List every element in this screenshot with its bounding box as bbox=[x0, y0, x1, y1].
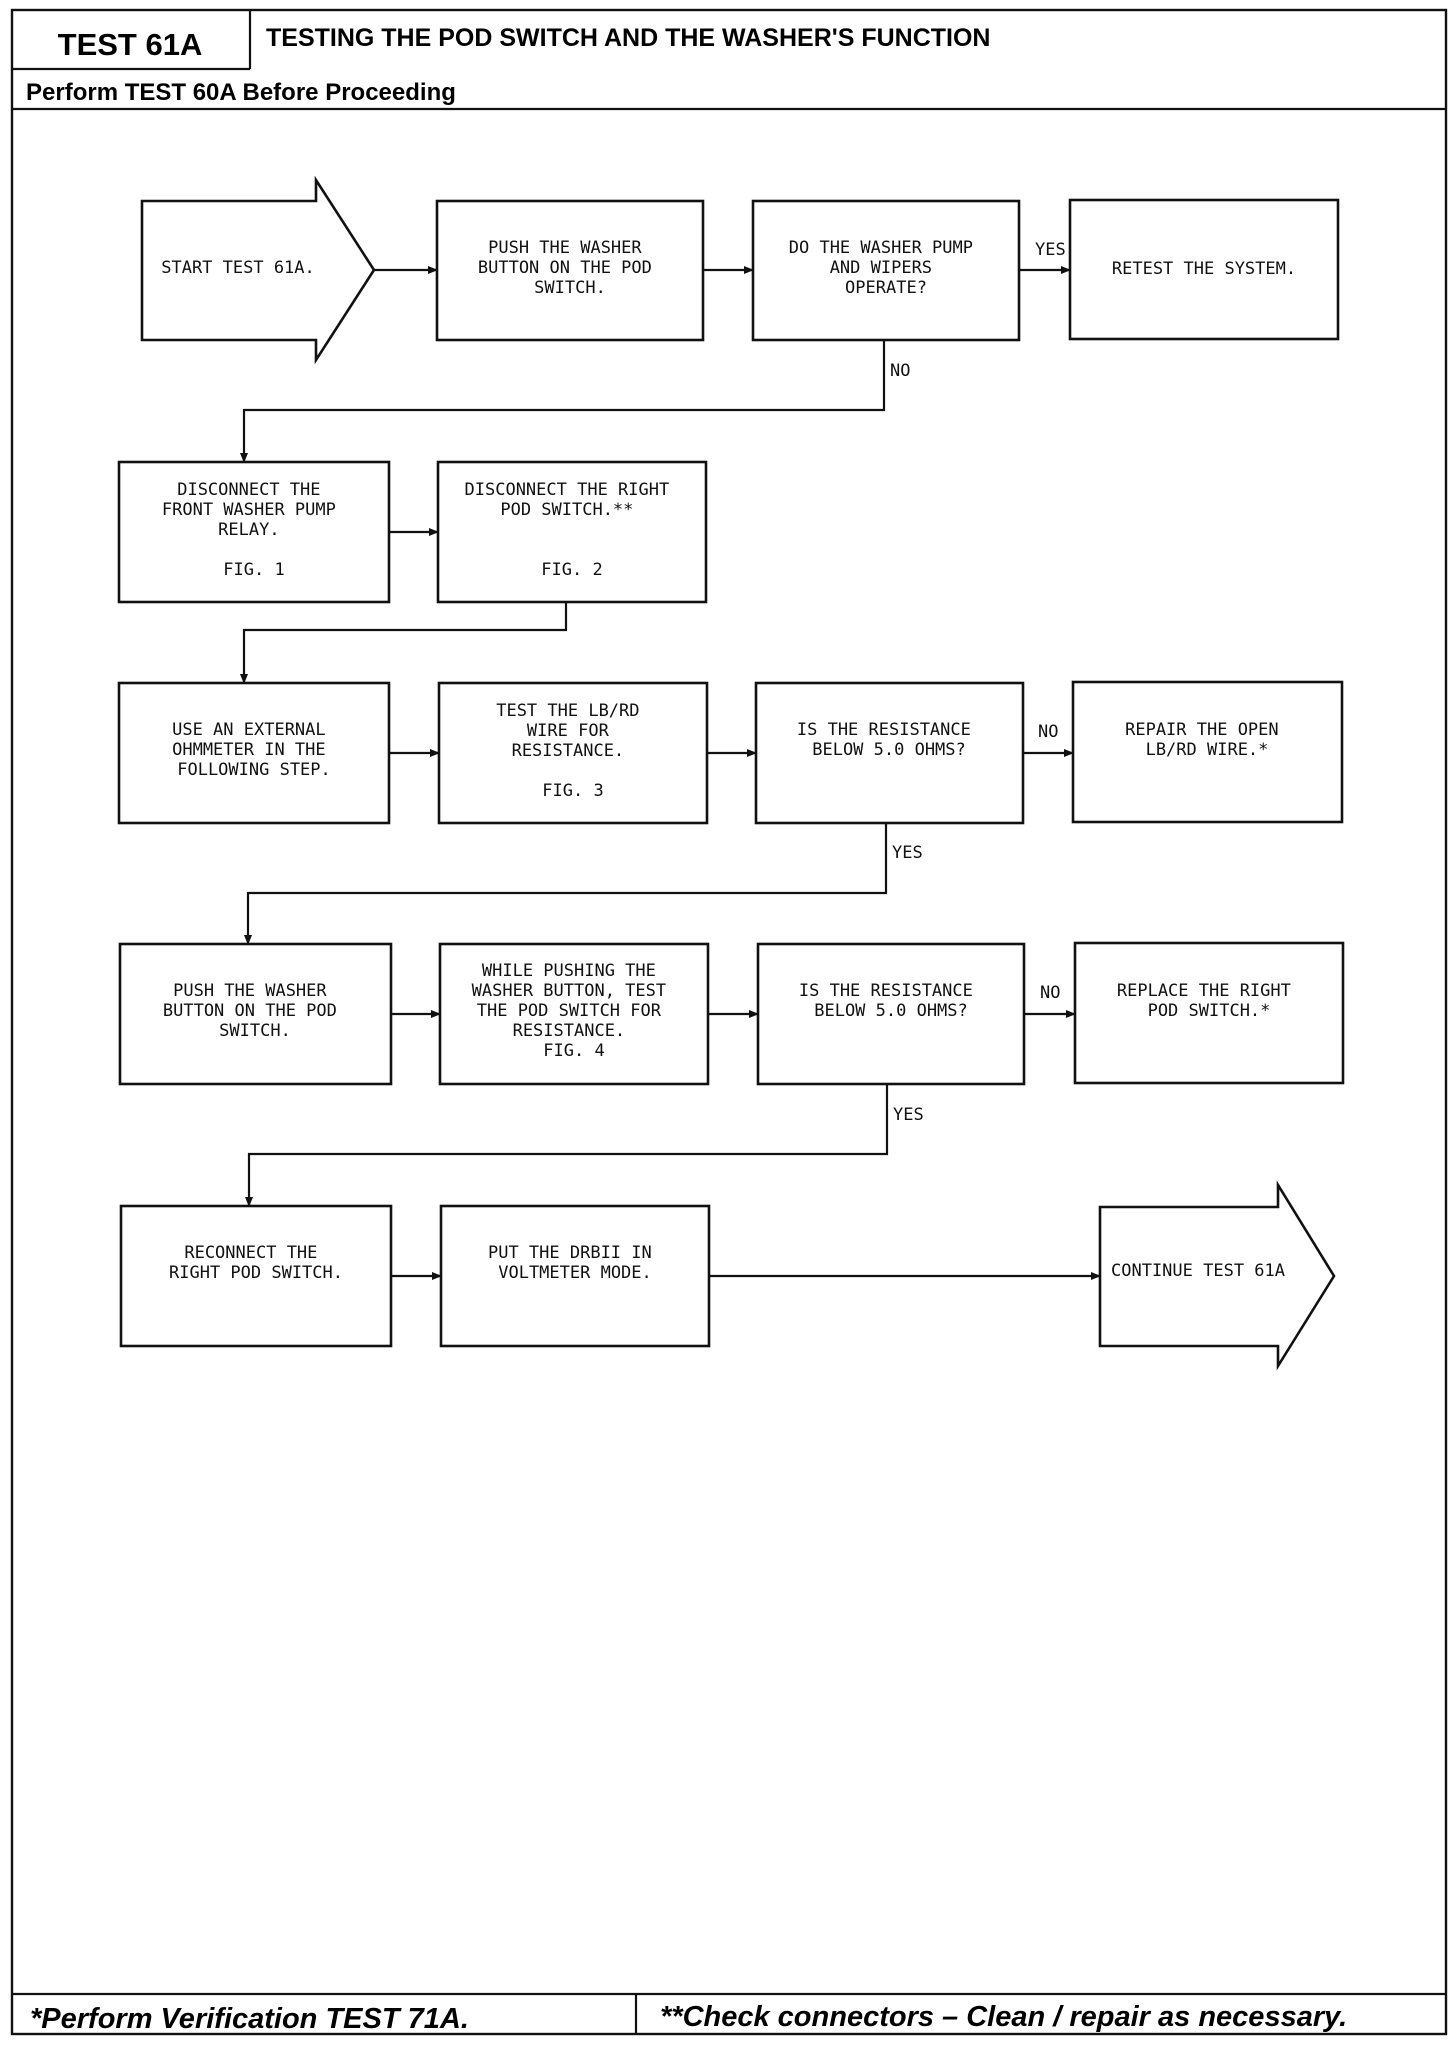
connector-yes-to-row5 bbox=[245, 1084, 889, 1207]
question-resistance-text-2: IS THE RESISTANCE BELOW 5.0 OHMS? bbox=[799, 981, 983, 1021]
disconnect-pod-text: DISCONNECT THE RIGHT POD SWITCH.** FIG. … bbox=[465, 480, 680, 580]
disconnect-relay-text: DISCONNECT THE FRONT WASHER PUMP RELAY. … bbox=[162, 480, 346, 580]
disconnect-relay-box bbox=[117, 460, 391, 604]
connector-no-to-row2 bbox=[240, 340, 886, 463]
yes-label-1: YES bbox=[1035, 240, 1066, 260]
replace-pod-box bbox=[1073, 941, 1345, 1085]
continue-label: CONTINUE TEST 61A bbox=[1111, 1261, 1285, 1281]
voltmeter-mode-box bbox=[439, 1204, 711, 1348]
no-label-2: NO bbox=[1038, 722, 1058, 742]
no-label-3: NO bbox=[1040, 983, 1060, 1003]
start-label: START TEST 61A. bbox=[161, 258, 315, 278]
question-resistance-text-1: IS THE RESISTANCE BELOW 5.0 OHMS? bbox=[797, 720, 981, 760]
footer-note-right: **Check connectors – Clean / repair as n… bbox=[660, 2001, 1347, 2033]
footer-note-left: *Perform Verification TEST 71A. bbox=[30, 2003, 469, 2035]
question-resistance-box-1 bbox=[754, 681, 1025, 825]
reconnect-pod-text: RECONNECT THE RIGHT POD SWITCH. bbox=[169, 1243, 343, 1283]
yes-label-3: YES bbox=[893, 1105, 924, 1125]
test-id: TEST 61A bbox=[58, 27, 203, 62]
push-washer-button-text-2: PUSH THE WASHER BUTTON ON THE POD SWITCH… bbox=[163, 981, 347, 1041]
push-washer-button-box-2 bbox=[118, 942, 393, 1086]
ohmmeter-text: USE AN EXTERNAL OHMMETER IN THE FOLLOWIN… bbox=[172, 720, 336, 780]
push-washer-button-text-1: PUSH THE WASHER BUTTON ON THE POD SWITCH… bbox=[478, 238, 662, 298]
repair-wire-text: REPAIR THE OPEN LB/RD WIRE.* bbox=[1125, 720, 1289, 760]
retest-system-box bbox=[1068, 198, 1340, 341]
voltmeter-mode-text: PUT THE DRBII IN VOLTMETER MODE. bbox=[488, 1243, 662, 1283]
prerequisite-note: Perform TEST 60A Before Proceeding bbox=[26, 79, 456, 106]
yes-label-2: YES bbox=[892, 843, 923, 863]
page-frame bbox=[10, 8, 1448, 2036]
reconnect-pod-box bbox=[119, 1204, 393, 1348]
continue-arrow bbox=[1098, 1180, 1336, 1371]
start-arrow bbox=[140, 175, 376, 365]
question-resistance-box-2 bbox=[756, 942, 1026, 1086]
test-wire-text: TEST THE LB/RD WIRE FOR RESISTANCE. FIG.… bbox=[496, 701, 650, 801]
connector-row2-to-row3 bbox=[240, 602, 568, 684]
connector-yes-to-row4 bbox=[244, 823, 888, 945]
test-pod-text: WHILE PUSHING THE WASHER BUTTON, TEST TH… bbox=[472, 961, 677, 1061]
test-pod-box bbox=[438, 942, 710, 1086]
no-label-1: NO bbox=[890, 361, 910, 381]
retest-system-text: RETEST THE SYSTEM. bbox=[1112, 259, 1296, 279]
disconnect-pod-box bbox=[436, 460, 708, 604]
ohmmeter-box bbox=[117, 681, 391, 825]
replace-pod-text: REPLACE THE RIGHT POD SWITCH.* bbox=[1117, 981, 1301, 1021]
question-pump-wipers-text: DO THE WASHER PUMP AND WIPERS OPERATE? bbox=[789, 238, 983, 298]
page-title: TESTING THE POD SWITCH AND THE WASHER'S … bbox=[266, 24, 990, 52]
repair-wire-box bbox=[1071, 680, 1344, 824]
